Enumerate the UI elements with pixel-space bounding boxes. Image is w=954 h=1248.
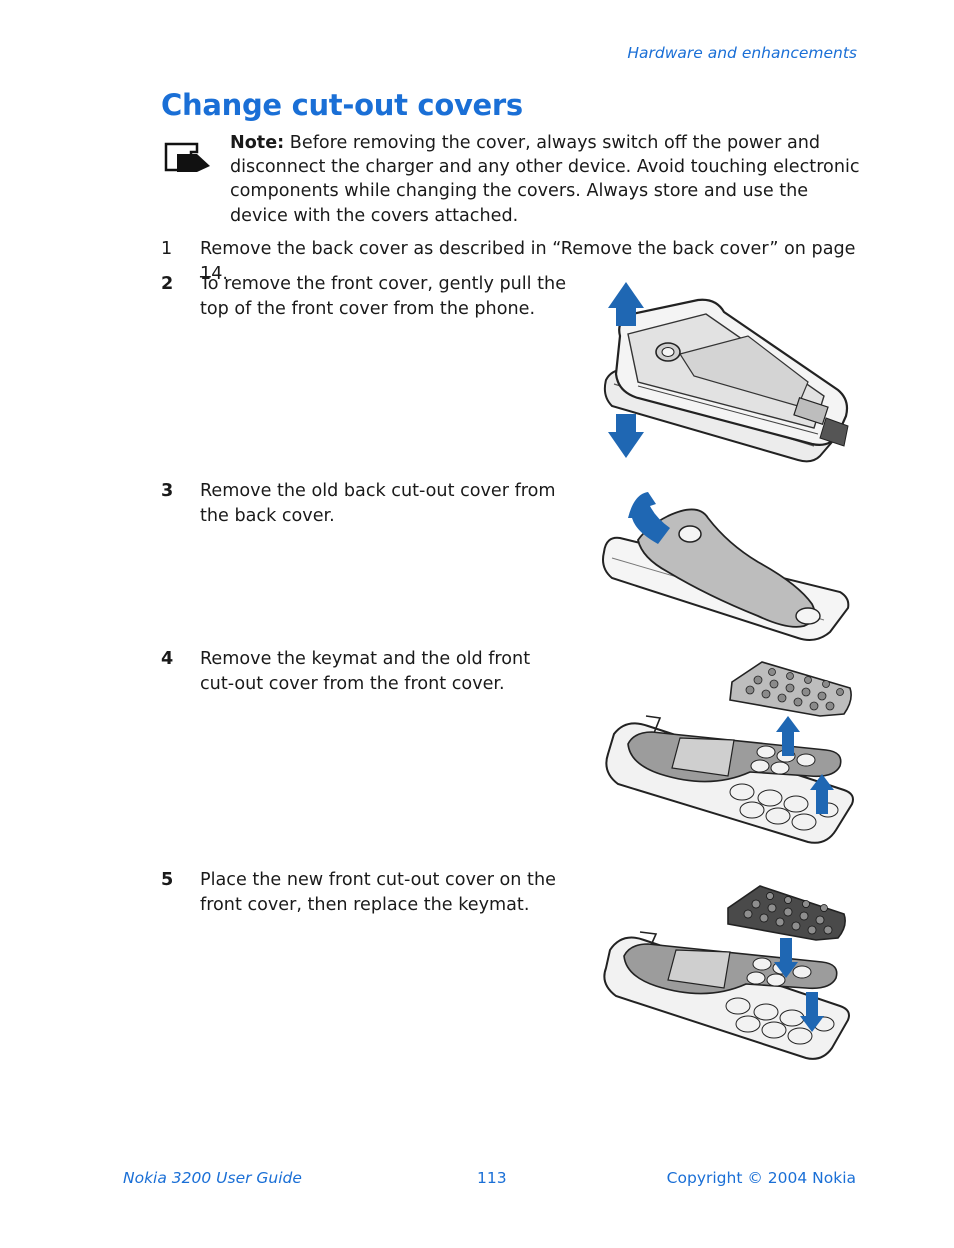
back-cover-illustration [602,492,850,641]
step-text-4: Remove the keymat and the old front cut-… [200,649,531,694]
step-number-3: 3 [161,481,174,501]
step-text-3: Remove the old back cut-out cover from t… [200,481,556,526]
page-number: 113 [477,1169,507,1187]
note-body: Before removing the cover, always switch… [230,133,860,226]
note-label: Note: [230,133,285,153]
footer-copyright: Copyright © 2004 Nokia [666,1169,856,1187]
phone-illustration [603,282,849,463]
step-number-1: 1 [161,239,173,259]
front-cover-keymat-illustration [605,661,854,844]
step-number-5: 5 [161,870,174,890]
footer-guide-title: Nokia 3200 User Guide [123,1169,302,1187]
step-number-2: 2 [161,274,174,294]
step-text-2: To remove the front cover, gently pull t… [200,274,567,319]
page-title: Change cut-out covers [161,88,523,122]
step-text-5: Place the new front cut-out cover on the… [200,870,556,915]
note-paragraph: Note: Before removing the cover, always … [230,131,860,228]
note-icon [164,142,210,172]
step-number-4: 4 [161,649,174,669]
step-text-1: Remove the back cover as described in “R… [200,239,856,284]
running-header: Hardware and enhancements [627,44,857,62]
front-cover-replace-illustration [603,885,850,1060]
